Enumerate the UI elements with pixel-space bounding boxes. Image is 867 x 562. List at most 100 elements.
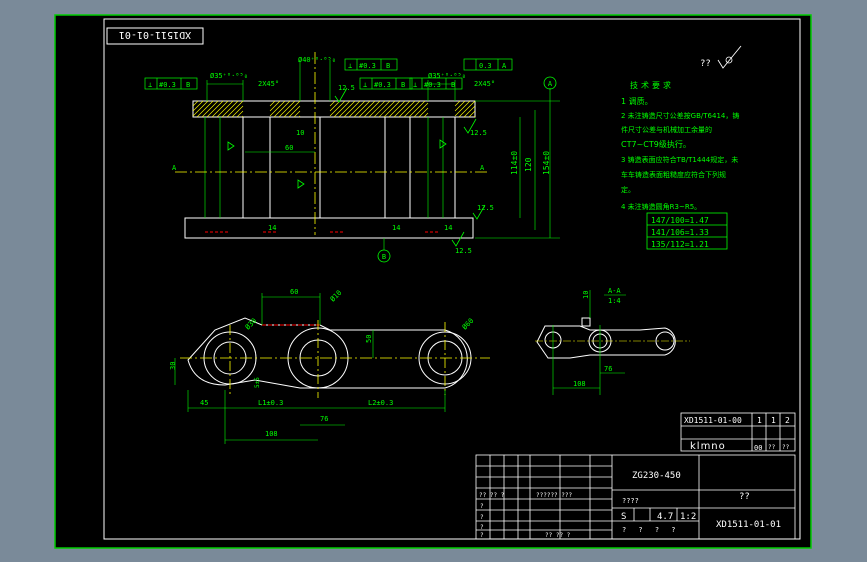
tb-left-5: ? — [480, 524, 484, 531]
tol-frame-mid1: ⊥ #0.3 B — [344, 58, 398, 71]
tech-line-7: 定。 — [621, 185, 635, 194]
hatch-line — [221, 100, 239, 118]
datum-b-label: B — [382, 253, 386, 261]
plan-dim-l1: L1±0.3 — [258, 399, 283, 407]
bottom-plate — [184, 217, 474, 239]
tb-left-4: ? — [480, 514, 484, 521]
tb-part-no-top: XD1511-01-00 — [684, 416, 742, 425]
tb-sheet-2: 1 — [771, 416, 776, 425]
datum-a-label: A — [548, 80, 553, 88]
ratio-2: 141/106=1.33 — [651, 228, 709, 237]
dim-120: 120 — [524, 157, 533, 172]
hatch-line — [423, 112, 429, 118]
svg-text:B: B — [401, 81, 405, 89]
tol-frame-right2: 0.3 A — [463, 58, 513, 71]
hatch-line — [333, 100, 351, 118]
hatch-line — [201, 100, 219, 118]
title-block — [475, 412, 796, 540]
hatch-line — [454, 100, 466, 112]
tech-line-8: 4 未注铸造圆角R3~R5。 — [621, 202, 701, 211]
plan-dim-76: 76 — [320, 415, 328, 423]
hatch-line — [216, 100, 234, 118]
tb-name: ?? — [739, 492, 750, 502]
tech-line-2: 2 未注铸造尺寸公差按GB/T6414，铸 — [621, 111, 739, 120]
svg-text:#0.3: #0.3 — [359, 62, 376, 70]
hatch-line — [211, 100, 229, 118]
tb-left-6: ? — [480, 532, 484, 539]
svg-text:#0.3: #0.3 — [159, 81, 176, 89]
dim-60: 60 — [285, 144, 293, 152]
svg-text:⊥: ⊥ — [363, 81, 367, 89]
hatch-line — [408, 100, 426, 118]
hatch-line — [241, 115, 244, 118]
drawing-code-rotated: XD1511-01-01 — [119, 29, 191, 40]
tb-sheet-1: 1 — [757, 416, 762, 425]
hatch-line — [403, 100, 421, 118]
svg-text:⊥: ⊥ — [348, 62, 352, 70]
roughness-1: 12.5 — [338, 84, 355, 92]
hatch-line — [463, 105, 476, 118]
tb-weight: 4.7 — [657, 512, 673, 522]
hatch-fill — [192, 100, 476, 118]
hatch-line — [192, 100, 199, 107]
tb-q-marks: ? ? ? ? — [622, 526, 680, 534]
plan-dim-108: 108 — [265, 430, 278, 438]
tol-frame-mid2: ⊥ #0.3 B — [359, 77, 413, 90]
tech-requirements: 技术要求 1 调质。 2 未注铸造尺寸公差按GB/T6414，铸 件尺寸公差与机… — [621, 45, 742, 250]
ratio-1: 147/100=1.47 — [651, 216, 709, 225]
plan-dim-l2: L2±0.3 — [368, 399, 393, 407]
hatch-line — [468, 110, 476, 118]
tech-line-6: 车车铸造表面粗糙度应符合下列规 — [621, 170, 726, 179]
aa-scale: 1:4 — [608, 297, 621, 305]
aa-view: A-A 1:4 10 76 108 — [535, 287, 690, 395]
hatch-line — [288, 105, 301, 118]
svg-text:⊥: ⊥ — [148, 81, 152, 89]
section-a-right: A — [480, 164, 485, 172]
dim-14-mid: 14 — [392, 224, 400, 232]
tb-small-2: ?? — [768, 444, 776, 451]
svg-text:B: B — [386, 62, 390, 70]
tb-left-3: ? — [480, 503, 484, 510]
roughness-4: 12.5 — [455, 247, 472, 255]
hatch-line — [226, 100, 244, 118]
sheet-border — [54, 14, 812, 549]
hatch-line — [454, 100, 471, 117]
tech-line-4: CT7~CT9级执行。 — [621, 139, 691, 149]
hatch-line — [363, 100, 381, 118]
svg-text:#0.3: #0.3 — [374, 81, 391, 89]
hatch-line — [298, 115, 301, 118]
corner-roughness-icon — [717, 45, 742, 69]
hatch-line — [373, 100, 391, 118]
tb-material: ZG230-450 — [632, 471, 681, 481]
hatch-line — [269, 100, 276, 107]
hatch-line — [343, 100, 361, 118]
tb-left-1: ?? ?? ? — [479, 492, 505, 499]
datum-b-circle — [377, 249, 391, 263]
hatch-line — [383, 100, 401, 118]
roughness-3: 12.5 — [477, 204, 494, 212]
hatch-line — [192, 100, 209, 117]
aa-title: A-A — [608, 287, 621, 295]
tol-frame-left: ⊥ #0.3 B — [144, 77, 198, 90]
hatch-line — [196, 100, 214, 118]
svg-text:⊥: ⊥ — [413, 81, 417, 89]
aa-outline — [536, 325, 676, 359]
svg-text:0.3: 0.3 — [479, 62, 492, 70]
tb-left-2: ?????? ??? — [536, 492, 573, 499]
tech-line-1: 1 调质。 — [621, 96, 653, 106]
dim-154: 154±0 — [542, 151, 551, 175]
hatch-line — [269, 100, 281, 112]
aa-dim-10: 10 — [582, 291, 590, 299]
tb-scale-label: ???? — [622, 497, 639, 505]
tb-small-1: 00 — [754, 444, 762, 452]
hatch-line — [192, 100, 204, 112]
hatch-line — [458, 100, 476, 118]
hatch-line — [398, 100, 416, 118]
plan-dim-50: 50 — [365, 335, 373, 343]
hatch-line — [283, 100, 301, 118]
svg-text:#0.3: #0.3 — [424, 81, 441, 89]
hatch-line — [231, 105, 244, 118]
tb-left-7: ?? ?? ? — [545, 532, 571, 539]
plan-dim-5: 5±5 — [254, 377, 261, 388]
